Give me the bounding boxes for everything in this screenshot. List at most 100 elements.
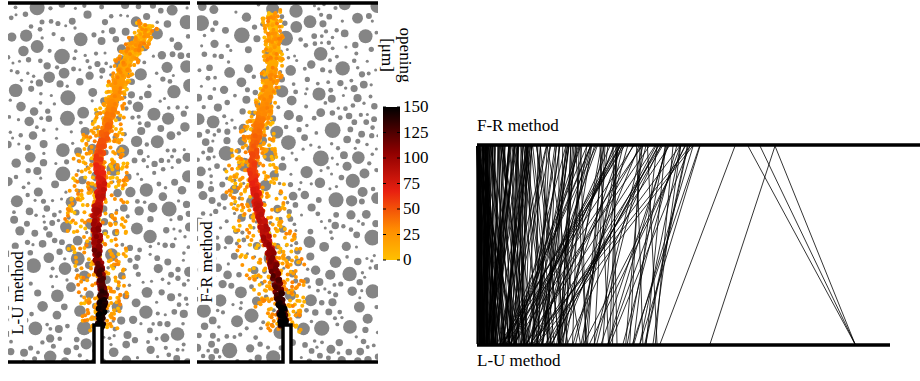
crack-element	[93, 139, 97, 143]
aggregate	[180, 122, 189, 131]
aggregate	[309, 348, 315, 354]
aggregate	[83, 11, 91, 19]
aggregate	[178, 52, 185, 59]
aggregate	[184, 297, 188, 301]
crack-element	[98, 149, 103, 154]
aggregate	[25, 240, 30, 245]
specimen-panel	[8, 4, 190, 362]
crack-element	[113, 197, 117, 201]
crack-element	[96, 312, 101, 317]
crack-element	[113, 64, 117, 68]
aggregate	[163, 227, 169, 233]
crack-element	[130, 40, 134, 44]
aggregate	[41, 199, 46, 204]
aggregate	[178, 229, 182, 233]
crack-element	[122, 178, 126, 182]
aggregate	[343, 320, 357, 334]
aggregate	[157, 242, 160, 245]
aggregate	[156, 355, 159, 358]
crack-element	[86, 181, 90, 185]
aggregate	[169, 37, 174, 42]
aggregate	[339, 175, 345, 181]
aggregate	[252, 296, 261, 305]
aggregate	[281, 135, 296, 150]
aggregate	[109, 14, 114, 19]
aggregate	[29, 24, 34, 29]
aggregate	[300, 166, 312, 178]
aggregate	[71, 252, 85, 266]
aggregate	[335, 185, 338, 188]
aggregate	[126, 15, 129, 18]
aggregate	[157, 125, 164, 132]
crack-element	[73, 264, 77, 268]
crack-element	[118, 90, 122, 94]
crack-element	[118, 179, 122, 183]
aggregate	[171, 166, 174, 169]
aggregate	[146, 340, 150, 344]
aggregate	[39, 101, 43, 105]
crack-element	[83, 175, 87, 179]
aggregate	[224, 67, 235, 78]
crack-element	[122, 284, 126, 288]
crack-element	[113, 94, 117, 98]
aggregate	[31, 40, 44, 53]
crack-element	[102, 102, 106, 106]
aggregate	[362, 327, 368, 333]
crack-element	[133, 31, 137, 35]
crack-element	[126, 47, 130, 51]
aggregate	[314, 47, 328, 61]
aggregate	[99, 67, 105, 73]
aggregate	[24, 221, 30, 227]
aggregate	[43, 226, 48, 231]
aggregate	[187, 279, 190, 282]
aggregate	[56, 143, 70, 157]
aggregate	[64, 191, 67, 194]
aggregate	[74, 32, 88, 46]
aggregate	[31, 230, 38, 237]
aggregate	[79, 121, 83, 125]
crack-element	[100, 193, 105, 198]
aggregate	[175, 267, 180, 272]
aggregate	[85, 72, 93, 80]
crack-element	[126, 46, 130, 50]
aggregate	[27, 182, 30, 185]
aggregate	[164, 321, 170, 327]
aggregate	[113, 189, 122, 198]
crack-element	[110, 167, 114, 171]
aggregate	[300, 356, 303, 359]
crack-element	[127, 36, 131, 40]
crack-element	[83, 221, 87, 225]
aggregate	[45, 109, 50, 114]
aggregate	[39, 177, 42, 180]
aggregate	[23, 12, 28, 17]
aggregate	[71, 142, 74, 145]
aggregate	[55, 21, 60, 26]
aggregate	[74, 7, 77, 10]
aggregate	[55, 325, 63, 333]
crack-element	[81, 155, 85, 159]
crack-element	[77, 159, 81, 163]
crack-element	[124, 230, 128, 234]
aggregate	[78, 353, 82, 357]
aggregate	[40, 36, 43, 39]
aggregate	[253, 90, 259, 96]
crack-element	[116, 166, 120, 170]
aggregate	[137, 149, 143, 155]
aggregate	[161, 167, 166, 172]
crack-element	[104, 212, 108, 216]
aggregate	[139, 322, 142, 325]
aggregate	[11, 158, 20, 167]
aggregate	[337, 310, 342, 315]
aggregate	[143, 200, 147, 204]
aggregate	[186, 53, 190, 58]
aggregate	[156, 182, 161, 187]
aggregate	[56, 249, 62, 255]
aggregate	[304, 92, 307, 95]
aggregate	[209, 317, 217, 325]
aggregate	[30, 80, 33, 83]
aggregate	[207, 115, 220, 128]
crack-element	[119, 86, 123, 90]
aggregate	[15, 226, 24, 235]
crack-element	[150, 29, 154, 33]
aggregate	[351, 103, 356, 108]
